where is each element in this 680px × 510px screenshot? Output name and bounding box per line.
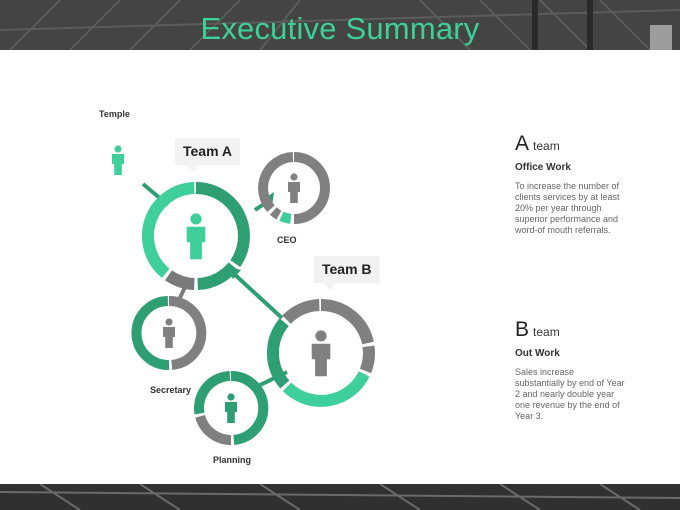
person-icon [287,173,300,203]
connector-teamB-teamA [230,270,284,320]
header-band [0,0,680,50]
node-label-secretary: Secretary [150,385,192,395]
node-label-planning: Planning [213,455,251,465]
person-icon [112,145,124,175]
person-icon [311,330,331,377]
team-a-subtitle: Office Work [515,162,571,173]
ring-team-a [142,182,250,290]
team-a-body: To increase the number of clients servic… [515,181,620,235]
node-label-ceo: CEO [277,235,297,245]
team-b-body: Sales increase substantially by end of Y… [515,367,625,421]
ring-secretary [131,295,207,371]
person-icon [186,213,206,260]
callout-team-b-tail [324,283,336,290]
ring-ceo [258,152,330,224]
node-label-temple: Temple [99,109,130,119]
team-a-letter: A [515,132,530,155]
callout-team-b: Team B [314,256,380,283]
person-icon [225,393,237,423]
team-a-word: team [533,139,560,153]
ring-team-b [266,298,375,407]
header-photo-texture [0,0,680,50]
footer-photo-texture [0,484,680,510]
person-icon [163,318,175,348]
team-b-word: team [533,325,560,339]
ring-planning [194,370,269,445]
callout-team-a: Team A [175,138,241,165]
footer-band [0,484,680,510]
callout-team-a-tail [187,165,199,172]
page-title: Executive Summary [200,11,480,46]
team-b-subtitle: Out Work [515,348,560,359]
team-b-letter: B [515,318,530,341]
